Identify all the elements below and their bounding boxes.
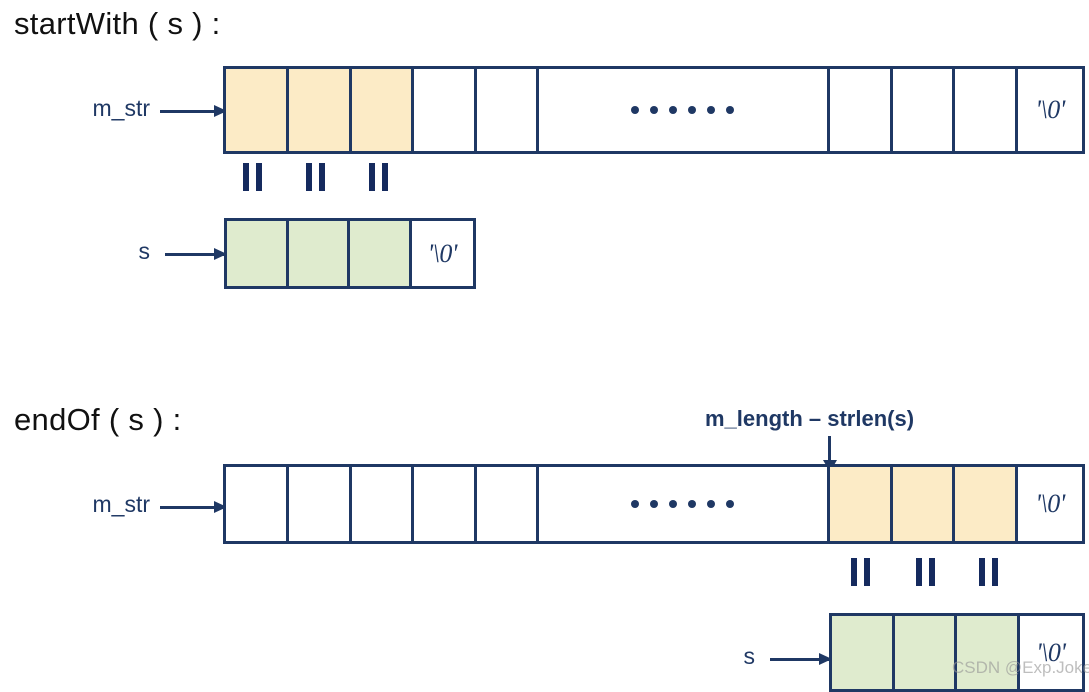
m-str-startwith-cell-8 — [955, 69, 1019, 151]
s-startwith-cell-1 — [288, 221, 351, 286]
s-endof-cell-0 — [832, 616, 895, 689]
m-str-startwith-cell-9: '\0' — [1018, 69, 1082, 151]
section-title-endof: endOf ( s ) : — [14, 402, 182, 437]
equality-mark-3-startwith — [369, 163, 388, 191]
pointer-arrow-s-startwith — [165, 248, 227, 260]
equality-mark-2-endof — [916, 558, 935, 586]
s-startwith-cell-3-text: '\0' — [427, 238, 458, 268]
pointer-arrow-s-endof — [770, 653, 832, 665]
pointer-label-m-str-endof: m_str — [92, 491, 151, 517]
s-startwith-cell-2 — [350, 221, 412, 286]
m-str-startwith-cell-7 — [892, 69, 956, 151]
section-title-startwith: startWith ( s ) : — [14, 6, 221, 41]
s-endof-cell-2 — [957, 616, 1020, 689]
equality-mark-1-startwith — [243, 163, 262, 191]
m-str-endof-cell-6 — [829, 467, 893, 541]
m-str-endof-cell-7 — [892, 467, 956, 541]
m-str-endof-cell-1 — [288, 467, 352, 541]
pointer-arrow-m-str-endof — [160, 501, 227, 513]
m-str-startwith-cell-9-text: '\0' — [1035, 95, 1065, 124]
m-str-startwith-cell-6 — [829, 69, 893, 151]
m-str-startwith-ellipsis — [631, 106, 735, 114]
pointer-label-s-endof: s — [743, 643, 756, 669]
m-str-endof-cell-5 — [538, 467, 830, 541]
array-s-startwith: '\0' — [224, 218, 476, 289]
m-str-startwith-cell-3 — [414, 69, 478, 151]
equality-mark-1-endof — [851, 558, 870, 586]
m-str-startwith-cell-1 — [288, 69, 352, 151]
annotation-arrow-down — [822, 436, 837, 472]
pointer-label-m-str-startwith: m_str — [92, 95, 151, 121]
m-str-endof-cell-4 — [477, 467, 539, 541]
m-str-endof-ellipsis — [631, 500, 735, 508]
s-endof-cell-1 — [894, 616, 957, 689]
pointer-label-s-startwith: s — [138, 238, 151, 264]
pointer-arrow-m-str-startwith — [160, 105, 227, 117]
m-str-startwith-cell-5 — [538, 69, 830, 151]
m-str-endof-cell-9-text: '\0' — [1035, 489, 1065, 518]
s-startwith-cell-0 — [227, 221, 289, 286]
s-endof-cell-3: '\0' — [1019, 616, 1082, 689]
m-str-startwith-cell-4 — [477, 69, 539, 151]
array-m-str-startwith: '\0' — [223, 66, 1085, 154]
equality-mark-2-startwith — [306, 163, 325, 191]
m-str-startwith-cell-0 — [226, 69, 289, 151]
array-s-endof: '\0' — [829, 613, 1085, 692]
s-startwith-cell-3: '\0' — [411, 221, 473, 286]
annotation-m-length-minus-strlen: m_length – strlen(s) — [705, 406, 915, 431]
m-str-endof-cell-3 — [414, 467, 478, 541]
m-str-endof-cell-8 — [955, 467, 1019, 541]
m-str-endof-cell-2 — [351, 467, 415, 541]
s-endof-cell-3-text: '\0' — [1036, 637, 1066, 667]
equality-mark-3-endof — [979, 558, 998, 586]
m-str-endof-cell-9: '\0' — [1018, 467, 1082, 541]
m-str-endof-cell-0 — [226, 467, 289, 541]
array-m-str-endof: '\0' — [223, 464, 1085, 544]
m-str-startwith-cell-2 — [351, 69, 415, 151]
